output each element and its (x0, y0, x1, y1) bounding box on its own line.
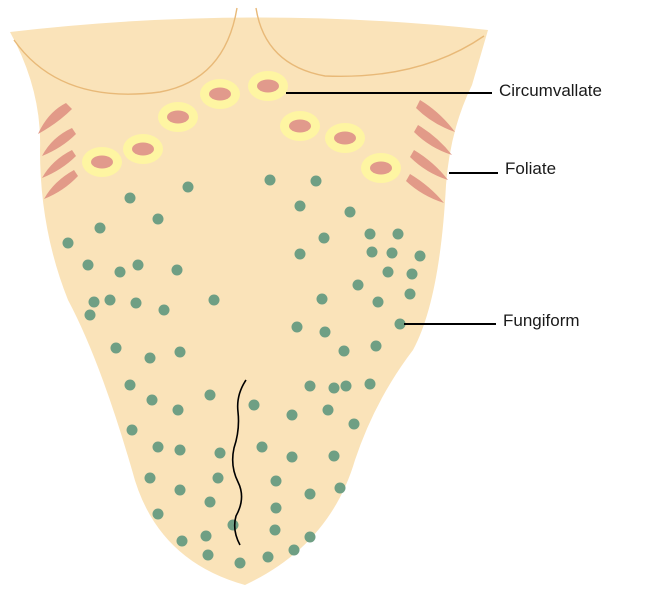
fungiform-papilla (319, 233, 330, 244)
circumvallate-label: Circumvallate (499, 81, 602, 101)
fungiform-papilla (145, 353, 156, 364)
fungiform-papilla (153, 442, 164, 453)
fungiform-papilla (175, 485, 186, 496)
fungiform-papilla (209, 295, 220, 306)
fungiform-papilla (159, 305, 170, 316)
fungiform-papilla (295, 249, 306, 260)
fungiform-papilla (127, 425, 138, 436)
fungiform-papilla (235, 558, 246, 569)
fungiform-papilla (89, 297, 100, 308)
fungiform-papilla (257, 442, 268, 453)
fungiform-papilla (173, 405, 184, 416)
fungiform-papilla (205, 390, 216, 401)
fungiform-papilla (287, 410, 298, 421)
fungiform-papilla (153, 509, 164, 520)
fungiform-papilla (305, 381, 316, 392)
fungiform-papilla (305, 489, 316, 500)
fungiform-papilla (271, 476, 282, 487)
fungiform-papilla (63, 238, 74, 249)
circumvallate-papilla (158, 102, 198, 132)
fungiform-papilla (177, 536, 188, 547)
fungiform-papilla (271, 503, 282, 514)
fungiform-papilla (292, 322, 303, 333)
fungiform-papilla (320, 327, 331, 338)
fungiform-papilla (125, 193, 136, 204)
fungiform-papilla (395, 319, 406, 330)
fungiform-papilla (365, 229, 376, 240)
circumvallate-papilla (200, 79, 240, 109)
fungiform-papilla (345, 207, 356, 218)
circumvallate-papilla (361, 153, 401, 183)
circumvallate-papilla (123, 134, 163, 164)
fungiform-papilla (415, 251, 426, 262)
fungiform-papilla (265, 175, 276, 186)
fungiform-papilla (335, 483, 346, 494)
fungiform-papilla (215, 448, 226, 459)
fungiform-papilla (249, 400, 260, 411)
fungiform-papilla (85, 310, 96, 321)
fungiform-papilla (133, 260, 144, 271)
fungiform-papilla (83, 260, 94, 271)
fungiform-papilla (317, 294, 328, 305)
fungiform-papilla (147, 395, 158, 406)
circumvallate-papilla (325, 123, 365, 153)
circumvallate-papilla (248, 71, 288, 101)
fungiform-papilla (393, 229, 404, 240)
fungiform-papilla (287, 452, 298, 463)
fungiform-papilla (111, 343, 122, 354)
fungiform-papilla (311, 176, 322, 187)
fungiform-label: Fungiform (503, 311, 580, 331)
fungiform-papilla (353, 280, 364, 291)
fungiform-papilla (201, 531, 212, 542)
fungiform-papilla (145, 473, 156, 484)
fungiform-papilla (263, 552, 274, 563)
fungiform-papilla (175, 445, 186, 456)
fungiform-papilla (305, 532, 316, 543)
fungiform-papilla (95, 223, 106, 234)
fungiform-papilla (175, 347, 186, 358)
fungiform-papilla (365, 379, 376, 390)
tongue-body (10, 17, 488, 585)
fungiform-papilla (153, 214, 164, 225)
fungiform-papilla (213, 473, 224, 484)
circumvallate-papilla (82, 147, 122, 177)
fungiform-papilla (131, 298, 142, 309)
fungiform-papilla (270, 525, 281, 536)
fungiform-papilla (329, 383, 340, 394)
fungiform-papilla (289, 545, 300, 556)
fungiform-papilla (323, 405, 334, 416)
fungiform-papilla (383, 267, 394, 278)
fungiform-papilla (125, 380, 136, 391)
fungiform-papilla (183, 182, 194, 193)
fungiform-papilla (407, 269, 418, 280)
foliate-label: Foliate (505, 159, 556, 179)
fungiform-papilla (371, 341, 382, 352)
fungiform-papilla (373, 297, 384, 308)
fungiform-papilla (203, 550, 214, 561)
fungiform-papilla (329, 451, 340, 462)
fungiform-papilla (339, 346, 350, 357)
fungiform-papilla (367, 247, 378, 258)
fungiform-papilla (172, 265, 183, 276)
fungiform-papilla (115, 267, 126, 278)
fungiform-papilla (405, 289, 416, 300)
fungiform-papilla (228, 520, 239, 531)
fungiform-papilla (205, 497, 216, 508)
fungiform-papilla (387, 248, 398, 259)
circumvallate-papilla (280, 111, 320, 141)
fungiform-papilla (295, 201, 306, 212)
fungiform-papilla (349, 419, 360, 430)
fungiform-papilla (341, 381, 352, 392)
fungiform-papilla (105, 295, 116, 306)
